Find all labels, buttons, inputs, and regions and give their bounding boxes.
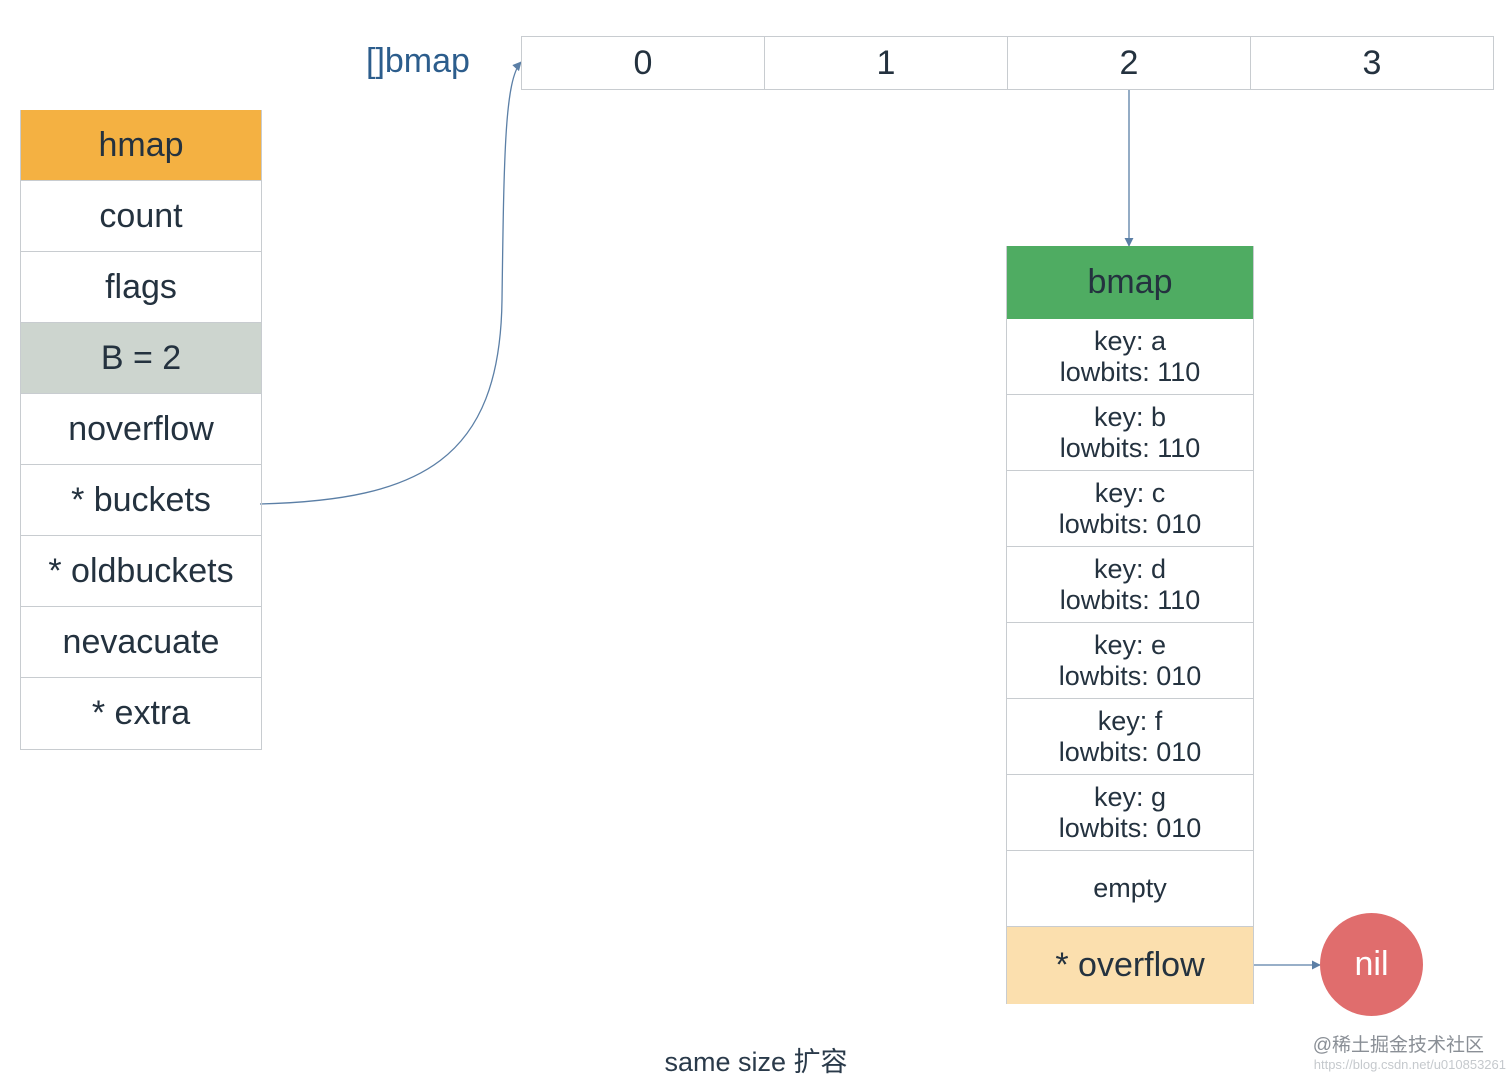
hmap-field-extra: * extra	[21, 678, 261, 750]
watermark-url: https://blog.csdn.net/u010853261	[1313, 1057, 1506, 1072]
slot-key: key: c	[1094, 477, 1166, 508]
bmap-slot: key: c lowbits: 010	[1007, 471, 1253, 547]
bmap-empty-slot: empty	[1007, 851, 1253, 927]
bucket-index-1: 1	[765, 37, 1008, 89]
slot-key: key: b	[1093, 401, 1167, 432]
slot-lowbits: lowbits: 110	[1059, 356, 1201, 387]
slot-key: key: a	[1093, 325, 1167, 356]
slot-lowbits: lowbits: 110	[1059, 584, 1201, 615]
slot-lowbits: lowbits: 010	[1058, 736, 1202, 767]
bmap-slot: key: f lowbits: 010	[1007, 699, 1253, 775]
slot-lowbits: lowbits: 010	[1058, 660, 1202, 691]
slot-key: key: g	[1093, 781, 1167, 812]
bucket-index-3: 3	[1362, 43, 1382, 82]
hmap-header: hmap	[21, 110, 261, 181]
hmap-field-nevacuate: nevacuate	[21, 607, 261, 678]
slot-key: key: f	[1097, 705, 1163, 736]
bmap-slot: key: d lowbits: 110	[1007, 547, 1253, 623]
slot-key: key: d	[1093, 553, 1167, 584]
bmap-slot: key: b lowbits: 110	[1007, 395, 1253, 471]
bucket-index-0: 0	[522, 37, 765, 89]
hmap-struct: hmap count flags B = 2 noverflow * bucke…	[20, 110, 262, 750]
buckets-array: 0 1 2 3	[521, 36, 1494, 90]
bmap-header: bmap	[1007, 246, 1253, 319]
hmap-field-oldbuckets: * oldbuckets	[21, 536, 261, 607]
diagram-caption: same size 扩容	[664, 1047, 848, 1077]
hmap-field-noverflow: noverflow	[21, 394, 261, 465]
bucket-index-2: 2	[1008, 37, 1251, 89]
hmap-field-b: B = 2	[21, 323, 261, 394]
nil-node: nil	[1320, 913, 1423, 1016]
buckets-array-label: []bmap	[366, 42, 470, 80]
watermark-site: @稀土掘金技术社区	[1312, 1035, 1484, 1056]
slot-key: key: e	[1093, 629, 1167, 660]
slot-lowbits: lowbits: 010	[1058, 812, 1202, 843]
hmap-field-buckets: * buckets	[21, 465, 261, 536]
bmap-slot: key: a lowbits: 110	[1007, 319, 1253, 395]
hmap-field-flags: flags	[21, 252, 261, 323]
bmap-slot: key: g lowbits: 010	[1007, 775, 1253, 851]
bmap-slot: key: e lowbits: 010	[1007, 623, 1253, 699]
slot-lowbits: lowbits: 010	[1058, 508, 1202, 539]
hmap-field-count: count	[21, 181, 261, 252]
slot-lowbits: lowbits: 110	[1059, 432, 1201, 463]
bmap-overflow-pointer: * overflow	[1007, 927, 1253, 1004]
bmap-bucket: bmap key: a lowbits: 110 key: b lowbits:…	[1006, 246, 1254, 1004]
buckets-pointer-arrow	[259, 61, 522, 505]
